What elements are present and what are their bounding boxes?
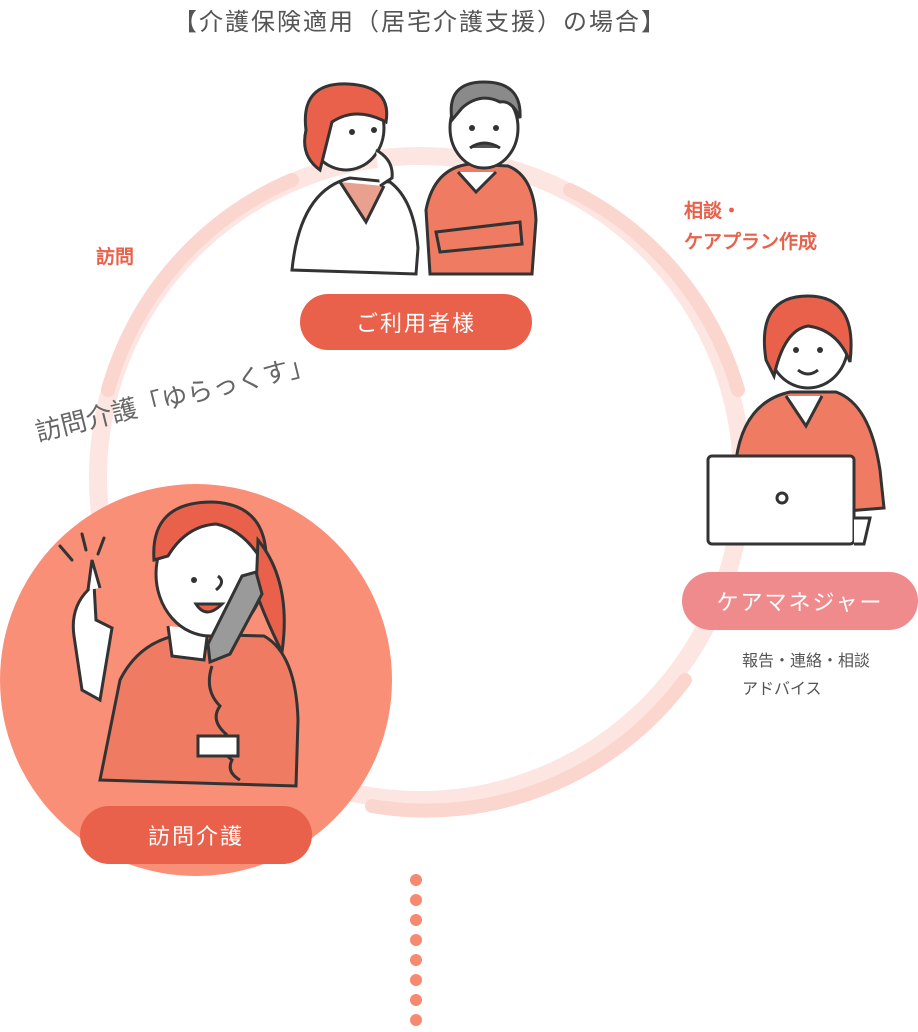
connector-dots <box>410 874 422 1026</box>
node-home-care: 訪問介護 <box>80 806 312 864</box>
edge-label-consult: 相談・ ケアプラン作成 <box>684 196 817 258</box>
edge-label-visit: 訪問 <box>96 246 135 268</box>
edge-label-report-line1: 報告・連絡・相談 <box>742 651 871 670</box>
care-manager-laptop-illustration <box>706 294 886 546</box>
edge-label-report: 報告・連絡・相談 アドバイス <box>742 647 870 703</box>
edge-label-consult-line2: ケアプラン作成 <box>684 231 818 253</box>
ring-segment-consult <box>563 183 745 397</box>
diagram-title: 【介護保険適用（居宅介護支援）の場合】 <box>173 8 667 36</box>
edge-label-consult-line1: 相談・ <box>684 200 742 222</box>
ring-segment-report <box>365 673 692 818</box>
ring-segment-visit <box>101 173 299 397</box>
node-care-manager: ケアマネジャー <box>682 572 918 630</box>
caregiver-phone-illustration <box>58 500 300 788</box>
family-illustration <box>290 80 538 276</box>
node-user: ご利用者様 <box>300 294 532 350</box>
edge-label-report-line2: アドバイス <box>742 679 822 698</box>
